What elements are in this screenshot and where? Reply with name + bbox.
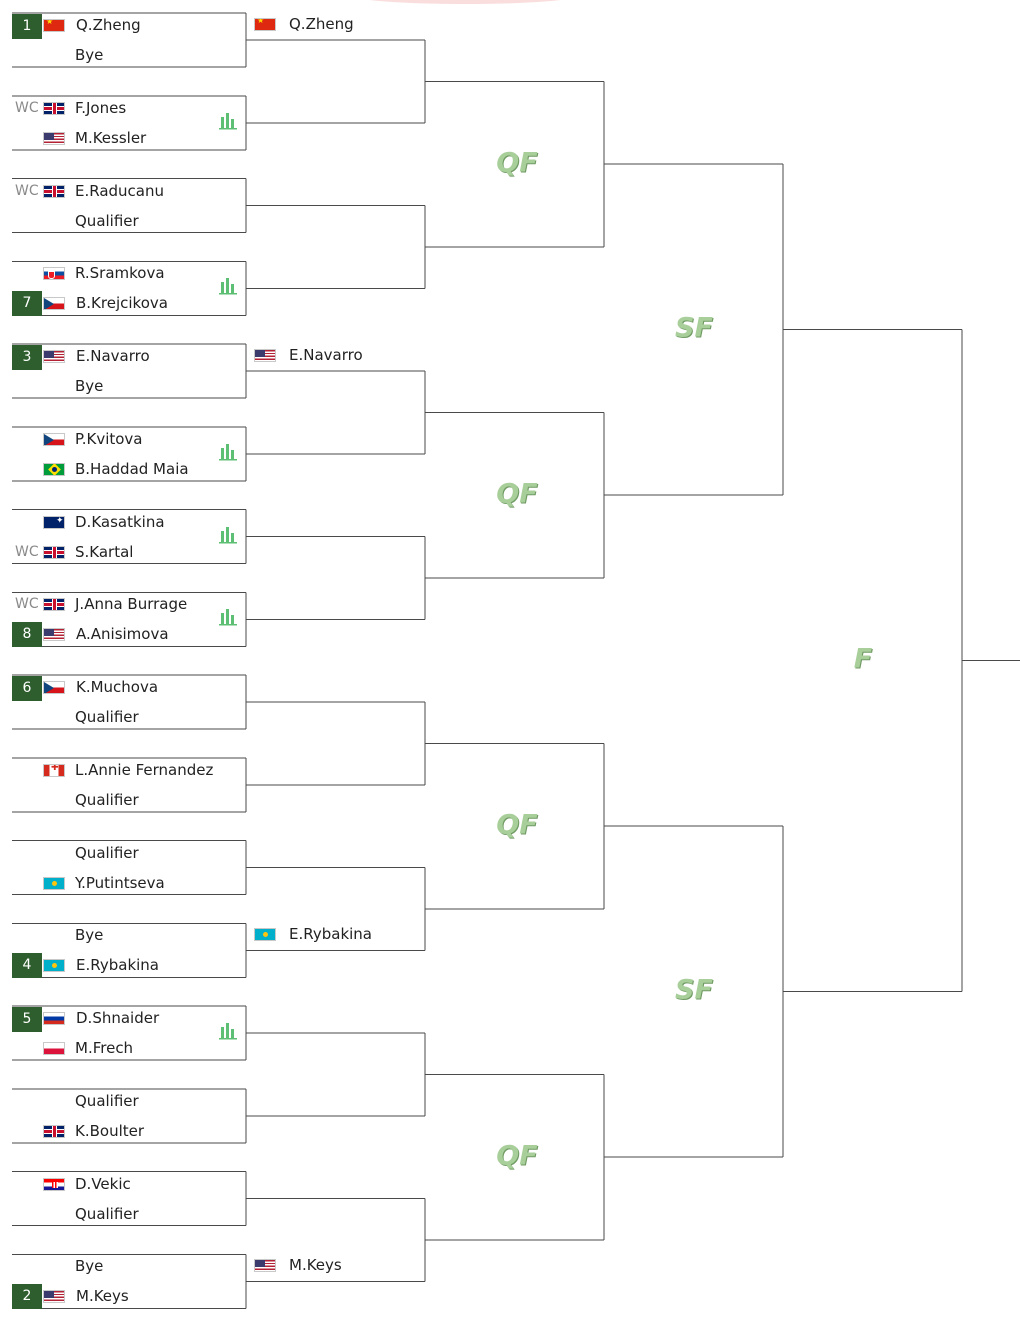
player-name[interactable]: B.Krejcikova bbox=[76, 294, 168, 313]
flag-usa-icon bbox=[254, 349, 276, 362]
flag-cze-icon bbox=[43, 681, 65, 694]
flag-usa-icon bbox=[254, 1259, 276, 1273]
round-label-sf: SF bbox=[675, 312, 713, 344]
flag-gbr-icon bbox=[43, 545, 65, 559]
placeholder-slot: Qualifier bbox=[75, 843, 139, 862]
seed-badge: 1 bbox=[12, 14, 42, 39]
player-name[interactable]: B.Haddad Maia bbox=[75, 459, 189, 478]
player-name[interactable]: D.Shnaider bbox=[76, 1009, 160, 1027]
bar-chart-icon[interactable] bbox=[219, 441, 239, 461]
player-name[interactable]: D.Vekic bbox=[75, 1174, 131, 1193]
placeholder-slot: Bye bbox=[75, 377, 104, 395]
placeholder-slot: Qualifier bbox=[75, 1091, 139, 1110]
flag-gbr-icon bbox=[43, 598, 65, 612]
advanced-player-name[interactable]: Q.Zheng bbox=[289, 15, 354, 33]
flag-svk-icon bbox=[43, 267, 65, 281]
wildcard-label: WC bbox=[15, 182, 39, 199]
round-label-sf: SF bbox=[675, 974, 713, 1006]
seed-badge: 8 bbox=[12, 622, 42, 648]
flag-usa-icon bbox=[43, 1290, 65, 1304]
player-name[interactable]: L.Annie Fernandez bbox=[75, 760, 214, 779]
flag-chn-icon bbox=[254, 18, 276, 31]
flag-gbr-icon bbox=[43, 184, 65, 198]
wildcard-label: WC bbox=[15, 99, 39, 116]
player-name[interactable]: E.Navarro bbox=[76, 347, 150, 365]
bar-chart-icon[interactable] bbox=[219, 524, 239, 544]
flag-rus-icon bbox=[43, 1012, 65, 1025]
flag-pol-icon bbox=[43, 1042, 65, 1055]
player-name[interactable]: S.Kartal bbox=[75, 542, 134, 561]
flag-gbr-icon bbox=[43, 1124, 65, 1138]
bar-chart-icon[interactable] bbox=[219, 275, 239, 295]
wildcard-label: WC bbox=[15, 543, 39, 560]
seed-badge: 5 bbox=[12, 1007, 42, 1032]
flag-kaz-icon bbox=[43, 959, 65, 973]
advanced-player-name[interactable]: E.Navarro bbox=[289, 346, 363, 364]
player-name[interactable]: E.Raducanu bbox=[75, 181, 165, 200]
player-name[interactable]: K.Boulter bbox=[75, 1121, 145, 1140]
flag-bra-icon bbox=[43, 462, 65, 476]
placeholder-slot: Qualifier bbox=[75, 211, 139, 230]
player-name[interactable]: J.Anna Burrage bbox=[75, 595, 188, 614]
player-name[interactable]: E.Rybakina bbox=[76, 956, 159, 975]
flag-can-icon bbox=[43, 763, 65, 777]
flag-usa-icon bbox=[43, 628, 65, 642]
round-label-qf: QF bbox=[496, 147, 538, 179]
player-name[interactable]: K.Muchova bbox=[76, 678, 159, 696]
advanced-player-name[interactable]: M.Keys bbox=[289, 1256, 342, 1275]
round-label-qf: QF bbox=[496, 809, 538, 841]
round-label-final: F bbox=[853, 643, 873, 675]
player-name[interactable]: D.Kasatkina bbox=[75, 512, 165, 531]
player-name[interactable]: M.Frech bbox=[75, 1039, 134, 1057]
flag-aus-icon bbox=[43, 515, 65, 529]
player-name[interactable]: P.Kvitova bbox=[75, 429, 143, 448]
placeholder-slot: Qualifier bbox=[75, 1204, 139, 1223]
flag-usa-icon bbox=[43, 350, 65, 363]
seed-badge: 4 bbox=[12, 953, 42, 979]
flag-usa-icon bbox=[43, 131, 65, 145]
placeholder-slot: Bye bbox=[75, 926, 104, 945]
placeholder-slot: Qualifier bbox=[75, 790, 139, 809]
placeholder-slot: Qualifier bbox=[75, 708, 139, 726]
player-name[interactable]: A.Anisimova bbox=[76, 625, 169, 644]
flag-cro-icon bbox=[43, 1177, 65, 1191]
player-name[interactable]: M.Keys bbox=[76, 1287, 129, 1306]
flag-chn-icon bbox=[43, 19, 65, 32]
round-label-qf: QF bbox=[496, 1140, 538, 1172]
seed-badge: 7 bbox=[12, 291, 42, 317]
placeholder-slot: Bye bbox=[75, 46, 104, 64]
player-name[interactable]: Q.Zheng bbox=[76, 16, 141, 34]
flag-kaz-icon bbox=[254, 928, 276, 942]
top-decoration bbox=[350, 0, 580, 4]
bar-chart-icon[interactable] bbox=[219, 1020, 239, 1040]
player-name[interactable]: M.Kessler bbox=[75, 128, 147, 147]
seed-badge: 3 bbox=[12, 345, 42, 370]
seed-badge: 2 bbox=[12, 1284, 42, 1310]
bar-chart-icon[interactable] bbox=[219, 110, 239, 130]
placeholder-slot: Bye bbox=[75, 1257, 104, 1276]
advanced-player-name[interactable]: E.Rybakina bbox=[289, 925, 372, 944]
player-name[interactable]: Y.Putintseva bbox=[75, 873, 165, 892]
flag-kaz-icon bbox=[43, 876, 65, 890]
bar-chart-icon[interactable] bbox=[219, 606, 239, 626]
player-name[interactable]: F.Jones bbox=[75, 98, 127, 117]
round-label-qf: QF bbox=[496, 478, 538, 510]
seed-badge: 6 bbox=[12, 676, 42, 701]
flag-cze-icon bbox=[43, 432, 65, 446]
flag-gbr-icon bbox=[43, 101, 65, 115]
wildcard-label: WC bbox=[15, 596, 39, 613]
flag-cze-icon bbox=[43, 297, 65, 311]
player-name[interactable]: R.Sramkova bbox=[75, 264, 165, 283]
